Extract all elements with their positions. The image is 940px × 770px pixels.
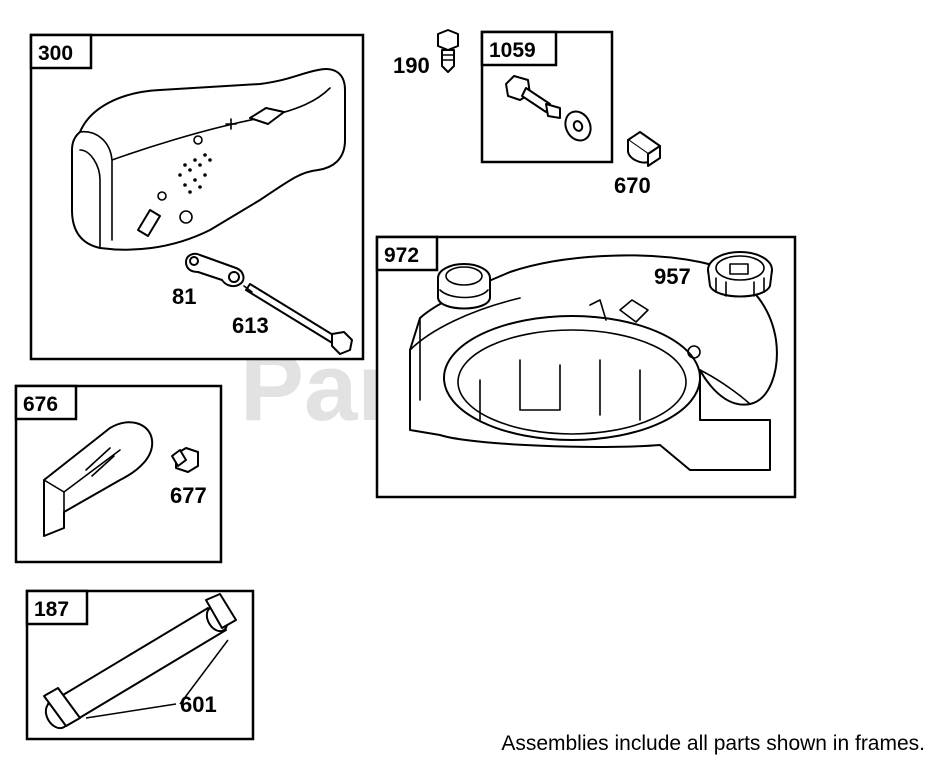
frame-bolt-kit: 1059 [480,30,614,164]
brand-logo-mark [249,107,285,125]
frame-muffler-assembly: 300 81 [29,33,365,361]
frame-tag-1059: 1059 [489,39,536,62]
frame-tag-300: 300 [38,42,73,65]
part-number-670: 670 [614,173,651,198]
frame-tag-box [29,33,93,70]
part-number-957: 957 [654,264,691,289]
assemblies-note: Assemblies include all parts shown in fr… [501,732,925,755]
shoulder-bolt-drawing [505,75,561,119]
screw-677-drawing [171,447,199,473]
frame-tag-972: 972 [384,244,419,267]
frame-tag-box [25,589,89,626]
part-number-613: 613 [232,313,269,338]
leader-line-601 [85,639,229,719]
frame-fuel-line: 187 601 [25,589,255,741]
fuel-tank-drawing [409,254,778,471]
plus-mark [225,118,237,130]
part-number-190: 190 [393,53,430,78]
frame-tag-box [480,30,558,67]
hot-surface-warning-icon [137,209,161,237]
frame-tag-box [375,235,439,272]
frame-tag-box [14,384,78,421]
spacer-670-drawing [627,131,661,167]
frame-tag-676: 676 [23,393,58,416]
gasket-drawing [185,252,245,288]
fuel-cap-957-drawing [707,251,773,298]
hose-clamp-upper [205,593,237,629]
part-number-601: 601 [180,692,217,717]
hose-clamp-lower [43,687,81,727]
washer-drawing [564,110,592,142]
muffler-vent-holes [178,153,212,194]
long-bolt-drawing [243,283,353,355]
muffler-drawing [71,68,346,251]
part-number-81: 81 [172,284,196,309]
frame-shield: 676 677 [14,384,223,564]
shield-drawing [43,421,154,537]
fuel-hose-drawing [43,593,237,730]
part-number-677: 677 [170,483,207,508]
frame-tag-187: 187 [34,598,69,621]
screw-190-drawing [437,29,459,73]
